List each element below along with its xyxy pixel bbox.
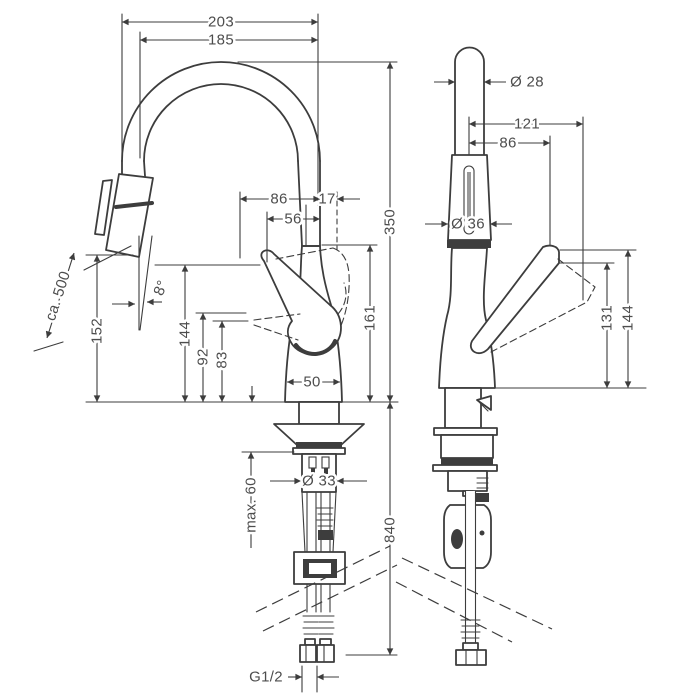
handle-up-dashed-side bbox=[332, 247, 350, 329]
weight-screw bbox=[479, 530, 485, 536]
spout-inner-arc bbox=[143, 83, 299, 162]
side-plinth-flag bbox=[476, 395, 492, 411]
side-spray-ring bbox=[447, 240, 491, 248]
front-view: 203 185 86 17 56 350 161 144 92 83 152 c… bbox=[33, 11, 401, 693]
side-break-line-2 bbox=[395, 581, 513, 643]
spray-head-divider bbox=[114, 201, 154, 209]
front-mount-bracket-slot bbox=[309, 563, 331, 574]
side-escutcheon-flange bbox=[433, 427, 498, 436]
front-escutcheon-seal bbox=[296, 442, 342, 448]
weight-clamp bbox=[451, 529, 463, 549]
side-view: Ø 28 121 86 Ø 36 131 144 bbox=[395, 46, 647, 666]
front-escutcheon bbox=[273, 423, 365, 446]
dim-front-g12: G1/2 bbox=[249, 669, 283, 686]
spray-head-body bbox=[105, 173, 154, 258]
dim-front-max60: max. 60 bbox=[243, 477, 260, 532]
side-mounting bbox=[395, 387, 553, 666]
dim-front-152: 152 bbox=[89, 318, 106, 344]
side-spray-slot-bar bbox=[467, 172, 471, 228]
ext-ca500-bottom bbox=[33, 341, 64, 352]
spout-column-inner bbox=[297, 160, 303, 247]
dim-front-86: 86 bbox=[270, 191, 287, 208]
ext-ca500-top bbox=[83, 245, 132, 271]
dim-line-ca500 bbox=[45, 252, 76, 339]
spray-face-plate bbox=[94, 179, 113, 236]
spout-left-inner bbox=[143, 160, 146, 177]
dim-side-131: 131 bbox=[599, 305, 616, 331]
front-spray-head bbox=[94, 173, 154, 258]
front-break-line-2 bbox=[262, 564, 398, 632]
dim-front-161: 161 bbox=[362, 305, 379, 331]
side-handle-dashed bbox=[490, 258, 596, 353]
side-fitting-nut bbox=[476, 493, 489, 502]
dim-front-144: 144 bbox=[177, 321, 194, 347]
side-faucet-body bbox=[438, 247, 496, 389]
dim-front-56: 56 bbox=[284, 211, 301, 228]
dim-front-ca500: ca. 500 bbox=[42, 269, 74, 323]
front-shank bbox=[301, 453, 337, 493]
dim-front-840: 840 bbox=[382, 517, 399, 543]
front-spout-arc bbox=[121, 61, 321, 247]
dim-side-144: 144 bbox=[620, 305, 637, 331]
dim-front-17: 17 bbox=[318, 191, 335, 208]
dim-side-dia36: Ø 36 bbox=[451, 216, 485, 233]
dim-side-86: 86 bbox=[499, 135, 516, 152]
handle-down-dashed-arc bbox=[337, 282, 347, 315]
side-handle bbox=[469, 244, 596, 354]
handle-base-arc bbox=[294, 339, 337, 357]
dim-front-angle: 8° bbox=[150, 278, 171, 298]
side-break-line-1 bbox=[401, 557, 553, 630]
dim-front-350: 350 bbox=[382, 209, 399, 235]
front-dimensions: 203 185 86 17 56 350 161 144 92 83 152 c… bbox=[33, 11, 401, 693]
side-escutcheon-body bbox=[440, 434, 494, 459]
side-hose-strip-fill bbox=[466, 491, 475, 651]
side-escutcheon-seal bbox=[441, 458, 493, 465]
side-corrug-fitting bbox=[476, 477, 489, 502]
side-g12-nut bbox=[455, 649, 487, 666]
front-plinth bbox=[298, 401, 340, 425]
dim-front-92: 92 bbox=[195, 348, 212, 365]
hose-fitting-nut bbox=[318, 530, 333, 540]
front-hose-ends bbox=[299, 615, 335, 663]
side-dimensions: Ø 28 121 86 Ø 36 131 144 bbox=[425, 71, 639, 388]
shank-shell-right bbox=[332, 491, 337, 553]
handle-down-dashed-bottom bbox=[253, 324, 299, 341]
shank-shell-left bbox=[301, 491, 306, 553]
shank-pin-right bbox=[324, 468, 328, 474]
dim-side-121: 121 bbox=[514, 116, 540, 133]
angle-spray-axis bbox=[139, 235, 153, 331]
g12-nut-left bbox=[299, 644, 317, 663]
front-break-line-1 bbox=[255, 545, 391, 613]
dim-front-185: 185 bbox=[208, 32, 234, 49]
dim-side-dia28: Ø 28 bbox=[510, 74, 544, 91]
g12-nut-right bbox=[316, 644, 335, 663]
handle-down-dashed-top bbox=[253, 313, 301, 321]
side-hose-collar bbox=[462, 642, 479, 651]
dim-front-83: 83 bbox=[214, 351, 231, 368]
side-spout-outline bbox=[454, 46, 485, 156]
side-plinth bbox=[444, 387, 482, 429]
handle-up-dashed-top bbox=[275, 247, 334, 260]
dim-front-dia33: Ø 33 bbox=[302, 473, 336, 490]
dim-front-50: 50 bbox=[303, 374, 320, 391]
spout-outer-arc bbox=[121, 61, 321, 162]
side-spray-head bbox=[447, 154, 492, 248]
side-spray-slot bbox=[463, 165, 475, 235]
front-handle bbox=[253, 247, 350, 357]
shank-pin-left bbox=[311, 468, 315, 474]
side-plinth-flag-line bbox=[476, 399, 489, 412]
front-mounting bbox=[255, 401, 398, 663]
dim-front-203: 203 bbox=[208, 14, 234, 31]
